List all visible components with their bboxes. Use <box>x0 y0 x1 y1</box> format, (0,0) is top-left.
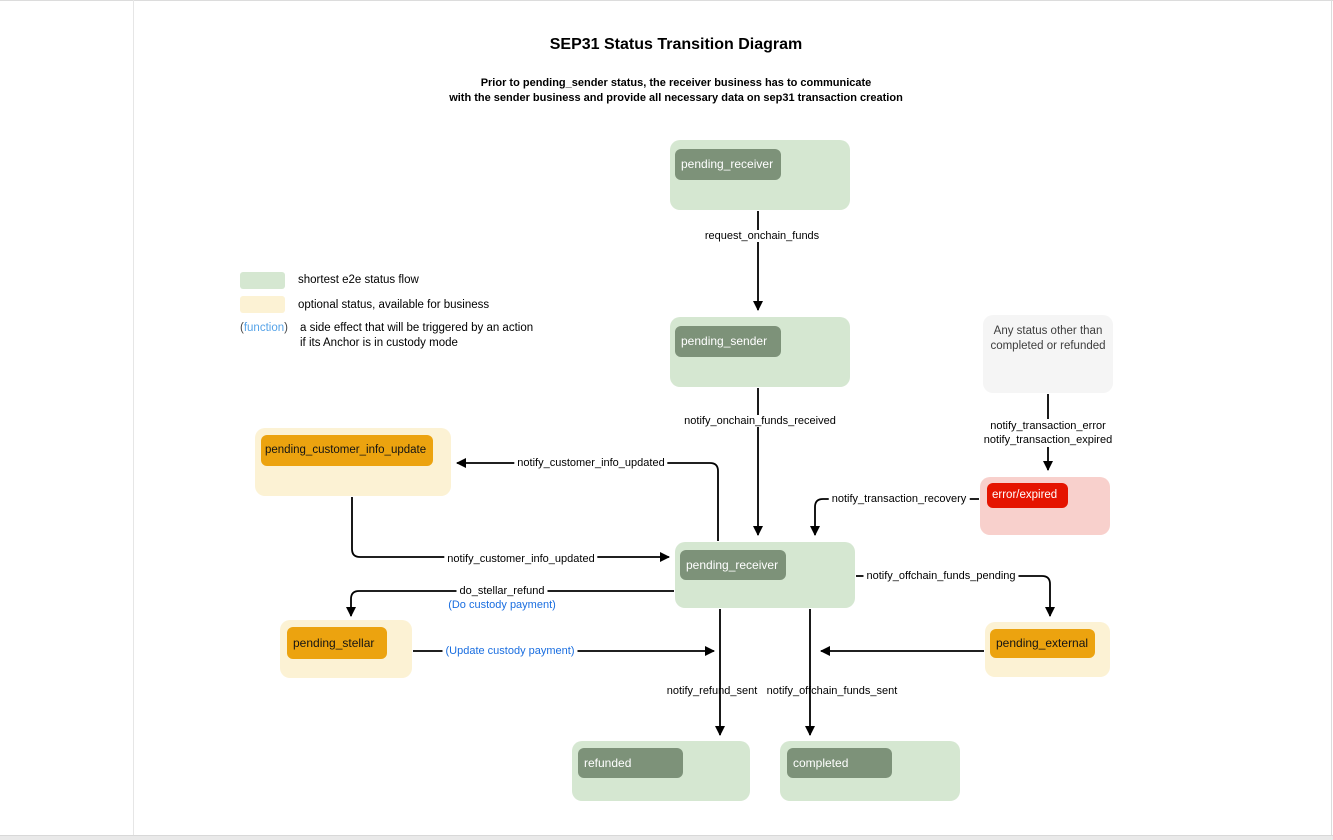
frame-left-border <box>133 0 134 840</box>
node-badge-refunded: refunded <box>578 748 683 778</box>
note-line1: Any status other than <box>993 325 1103 337</box>
legend-function-description: a side effect that will be triggered by … <box>300 321 560 351</box>
node-pending-receiver-mid: pending_receiver <box>675 542 855 608</box>
edge-label-notify-transaction-recovery: notify_transaction_recovery <box>828 493 970 505</box>
edge-label-notify-transaction-error: notify_transaction_error <box>990 420 1106 432</box>
edge-label-notify-refund-sent: notify_refund_sent <box>666 685 758 697</box>
node-badge-pending-receiver-mid: pending_receiver <box>680 550 786 580</box>
edge-label-notify-offchain-funds-pending: notify_offchain_funds_pending <box>863 570 1019 582</box>
node-pending-external: pending_external <box>985 622 1110 677</box>
node-badge-pending-external: pending_external <box>990 629 1095 658</box>
edge-label-do-custody-payment: (Do custody payment) <box>448 599 556 611</box>
edge-label-update-custody-payment: (Update custody payment) <box>442 645 578 657</box>
note-line2: completed or refunded <box>990 340 1106 352</box>
node-pending-stellar: pending_stellar <box>280 620 412 678</box>
subtitle-line1: Prior to pending_sender status, the rece… <box>480 77 872 89</box>
node-pending-sender: pending_sender <box>670 317 850 387</box>
edge-notify-customer-info-updated-lower <box>351 497 670 562</box>
paren-open: ( <box>240 322 244 334</box>
legend-function-desc-line2: if its Anchor is in custody mode <box>300 337 458 349</box>
function-word: function <box>243 322 285 334</box>
subtitle: Prior to pending_sender status, the rece… <box>346 76 1006 106</box>
edge-label-notify-onchain-funds-received: notify_onchain_funds_received <box>681 415 839 427</box>
legend-function-token: (function) <box>240 322 288 334</box>
subtitle-line2: with the sender business and provide all… <box>449 92 903 104</box>
node-badge-pending-sender: pending_sender <box>675 326 781 357</box>
edge-label-notify-customer-info-updated-lower: notify_customer_info_updated <box>444 553 598 565</box>
edge-notify-customer-info-updated-upper <box>456 458 719 541</box>
edge-do-stellar-refund <box>346 590 674 617</box>
node-badge-pending-customer-info-update: pending_customer_info_update <box>261 435 433 466</box>
node-pending-receiver-top: pending_receiver <box>670 140 850 210</box>
edge-label-request-onchain-funds: request_onchain_funds <box>701 230 823 242</box>
frame-top-border <box>0 0 1333 1</box>
edge-label-notify-customer-info-updated-upper: notify_customer_info_updated <box>514 457 668 469</box>
paren-close: ) <box>284 322 288 334</box>
legend-function-desc-line1: a side effect that will be triggered by … <box>300 322 534 334</box>
node-any-status-note: Any status other than completed or refun… <box>983 315 1113 393</box>
node-refunded: refunded <box>572 741 750 801</box>
node-badge-error-expired: error/expired <box>987 483 1068 508</box>
edge-label-do-stellar-refund: do_stellar_refund <box>456 585 548 597</box>
node-error-expired: error/expired <box>980 477 1110 535</box>
frame-right-border <box>1331 0 1332 840</box>
page-title: SEP31 Status Transition Diagram <box>549 36 803 53</box>
frame-bottom-border <box>0 835 1333 840</box>
edge-label-notify-transaction-expired: notify_transaction_expired <box>983 434 1113 446</box>
edge-notify-transaction-recovery <box>810 498 979 536</box>
node-badge-pending-receiver-top: pending_receiver <box>675 149 781 180</box>
node-completed: completed <box>780 741 960 801</box>
node-badge-pending-stellar: pending_stellar <box>287 627 387 659</box>
node-badge-completed: completed <box>787 748 892 778</box>
edge-label-notify-transaction-error-expired: notify_transaction_error notify_transact… <box>980 419 1116 447</box>
legend-swatch-shortest-flow <box>240 272 285 289</box>
edge-label-notify-offchain-funds-sent: notify_offchain_funds_sent <box>766 685 898 697</box>
legend-label-shortest-flow: shortest e2e status flow <box>298 274 419 286</box>
legend-label-optional: optional status, available for business <box>298 299 490 311</box>
legend-swatch-optional <box>240 296 285 313</box>
edge-notify-offchain-funds-pending <box>856 575 1055 617</box>
node-pending-customer-info-update: pending_customer_info_update <box>255 428 451 496</box>
